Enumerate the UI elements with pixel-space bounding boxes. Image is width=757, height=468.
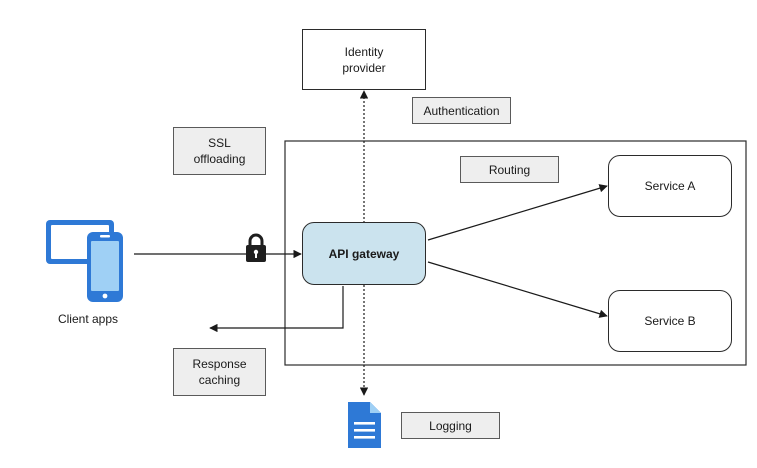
api-gateway-node: API gateway (302, 222, 426, 285)
ssl-offloading-label: SSL offloading (173, 127, 266, 175)
client-apps-caption: Client apps (57, 312, 119, 326)
gateway-to-service-b-arrow (427, 261, 608, 318)
response-caching-arrow (209, 286, 344, 333)
identity-provider-box: Identity provider (302, 29, 426, 90)
authentication-label: Authentication (412, 97, 511, 124)
service-b-node: Service B (608, 290, 732, 352)
tablet-and-phone-icon (45, 218, 131, 304)
logging-label: Logging (401, 412, 500, 439)
lock-icon (243, 233, 269, 263)
document-icon (345, 400, 383, 450)
response-caching-label: Response caching (173, 348, 266, 396)
routing-label: Routing (460, 156, 559, 183)
service-a-node: Service A (608, 155, 732, 217)
gateway-to-service-a-arrow (427, 184, 608, 241)
gateway-boundary (284, 140, 747, 366)
